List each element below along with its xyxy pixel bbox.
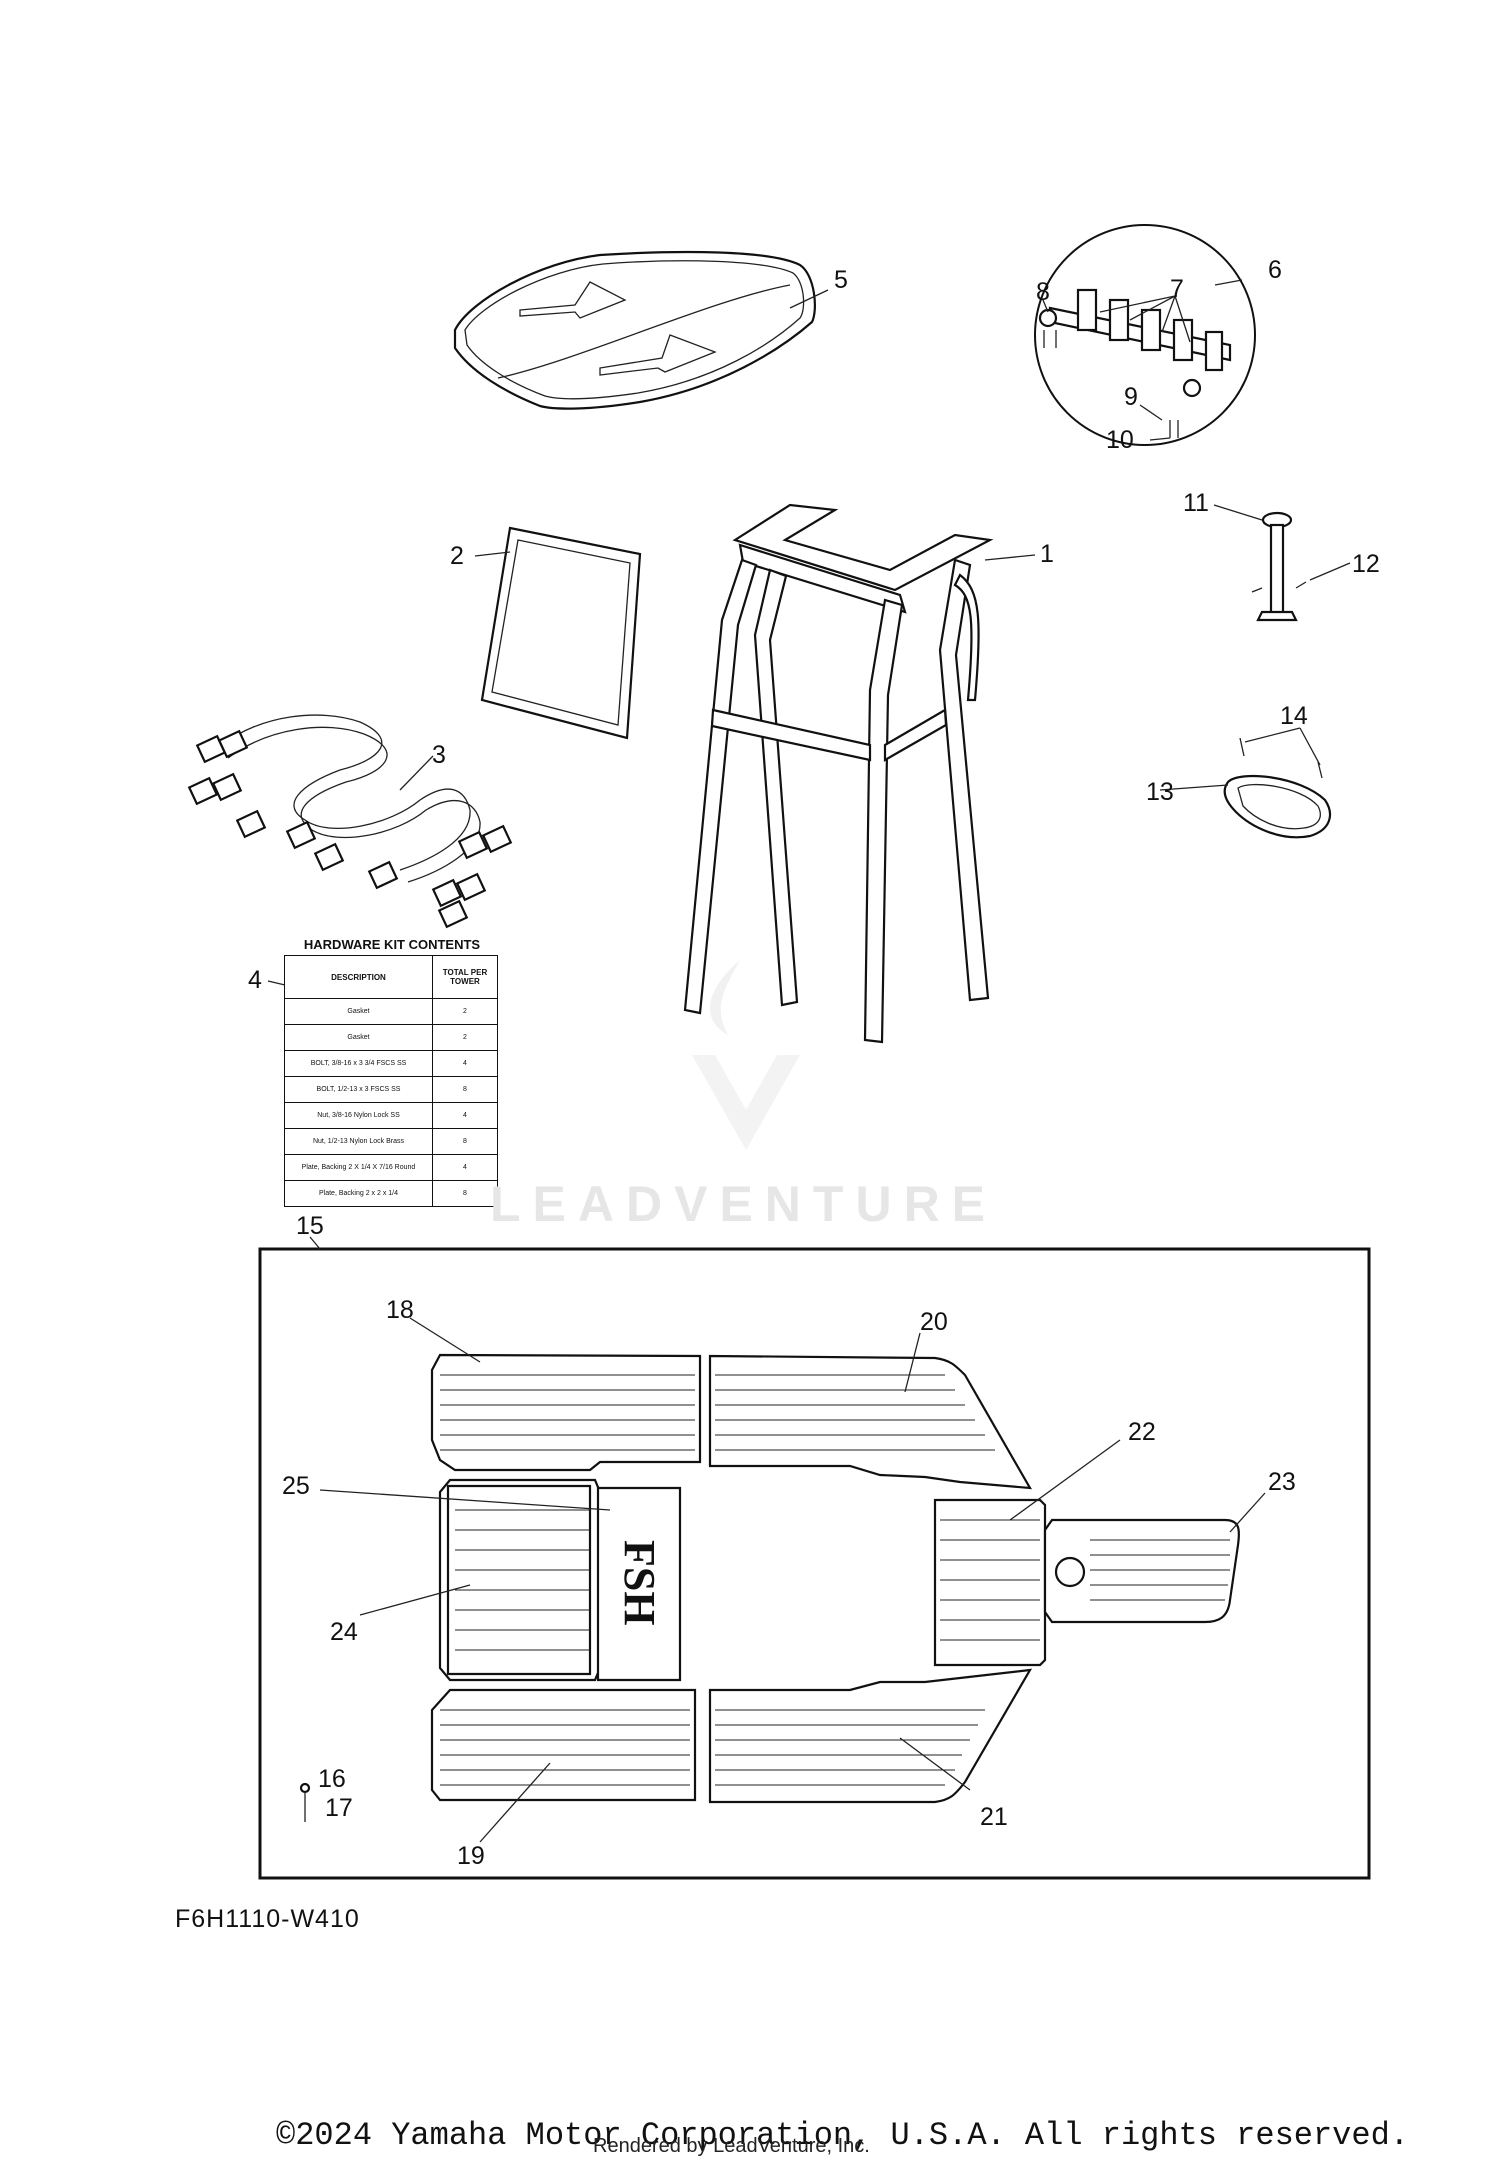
- tower-frame-part: [683, 503, 994, 1044]
- callout-19: 19: [457, 1842, 485, 1870]
- kit-qty: 4: [432, 1050, 498, 1077]
- callout-2: 2: [450, 542, 464, 570]
- callout-17: 17: [325, 1794, 353, 1822]
- kit-qty: 8: [432, 1076, 498, 1103]
- callout-22: 22: [1128, 1418, 1156, 1446]
- hardware-kit-title: HARDWARE KIT CONTENTS: [303, 937, 481, 952]
- kit-qty: 2: [432, 998, 498, 1025]
- callout-23: 23: [1268, 1468, 1296, 1496]
- diagram-code: F6H1110-W410: [175, 1905, 360, 1933]
- callout-20: 20: [920, 1308, 948, 1336]
- callout-15: 15: [296, 1212, 324, 1240]
- rendered-by-note: Rendered by LeadVenture, Inc.: [593, 2135, 870, 2157]
- callout-24: 24: [330, 1618, 358, 1646]
- mat-kit-pieces: [430, 1353, 1241, 1804]
- kit-qty: 2: [432, 1024, 498, 1051]
- kit-description: Gasket: [284, 1024, 433, 1051]
- copyright-notice: ©2024 Yamaha Motor Corporation, U.S.A. A…: [276, 2117, 1409, 2154]
- callout-12: 12: [1352, 550, 1380, 578]
- callout-4: 4: [248, 966, 262, 994]
- kit-col-description: DESCRIPTION: [284, 955, 433, 999]
- antenna-mount-part: [1251, 511, 1307, 622]
- callout-7: 7: [1170, 275, 1184, 303]
- callout-8: 8: [1036, 278, 1050, 306]
- kit-qty: 8: [432, 1128, 498, 1155]
- mat-logo-text: FSH: [615, 1540, 664, 1626]
- kit-description: Plate, Backing 2 x 2 x 1/4: [284, 1180, 433, 1207]
- kit-description: Nut, 3/8-16 Nylon Lock SS: [284, 1102, 433, 1129]
- kit-description: Nut, 1/2-13 Nylon Lock Brass: [284, 1128, 433, 1155]
- kit-qty: 8: [432, 1180, 498, 1207]
- callout-21: 21: [980, 1803, 1008, 1831]
- callout-13: 13: [1146, 778, 1174, 806]
- callout-6: 6: [1268, 256, 1282, 284]
- callout-16: 16: [318, 1765, 346, 1793]
- wiring-harness-part: [187, 714, 513, 929]
- callout-11: 11: [1183, 489, 1209, 517]
- kit-description: Gasket: [284, 998, 433, 1025]
- callout-25: 25: [282, 1472, 310, 1500]
- callout-3: 3: [432, 741, 446, 769]
- callout-18: 18: [386, 1296, 414, 1324]
- mat-stripes: [440, 1374, 1230, 1786]
- watermark-logo: [692, 960, 800, 1150]
- callout-labels: 1 2 3 4 5 6 7 8 9 10 11 12 13 14 15 16 1…: [248, 256, 1380, 1870]
- kit-qty: 4: [432, 1102, 498, 1129]
- leader-lines: [267, 279, 1351, 1843]
- kit-description: Plate, Backing 2 X 1/4 X 7/16 Round: [284, 1154, 433, 1181]
- kit-description: BOLT, 3/8-16 x 3 3/4 FSCS SS: [284, 1050, 433, 1077]
- tower-cover-part: [453, 250, 816, 410]
- watermark-text: LEADVENTURE: [490, 1176, 998, 1232]
- callout-10: 10: [1106, 426, 1134, 454]
- callout-14: 14: [1280, 702, 1308, 730]
- kit-col-total: TOTAL PER TOWER: [432, 955, 498, 999]
- callout-9: 9: [1124, 383, 1138, 411]
- callout-5: 5: [834, 266, 848, 294]
- gasket-part: [480, 526, 642, 740]
- kit-qty: 4: [432, 1154, 498, 1181]
- mat-fastener-part: [299, 1782, 311, 1822]
- mat-kit-frame: [258, 1247, 1371, 1880]
- callout-1: 1: [1040, 540, 1054, 568]
- light-bar-detail-part: [1034, 224, 1256, 446]
- storage-tray-part: [1223, 737, 1332, 839]
- kit-description: BOLT, 1/2-13 x 3 FSCS SS: [284, 1076, 433, 1103]
